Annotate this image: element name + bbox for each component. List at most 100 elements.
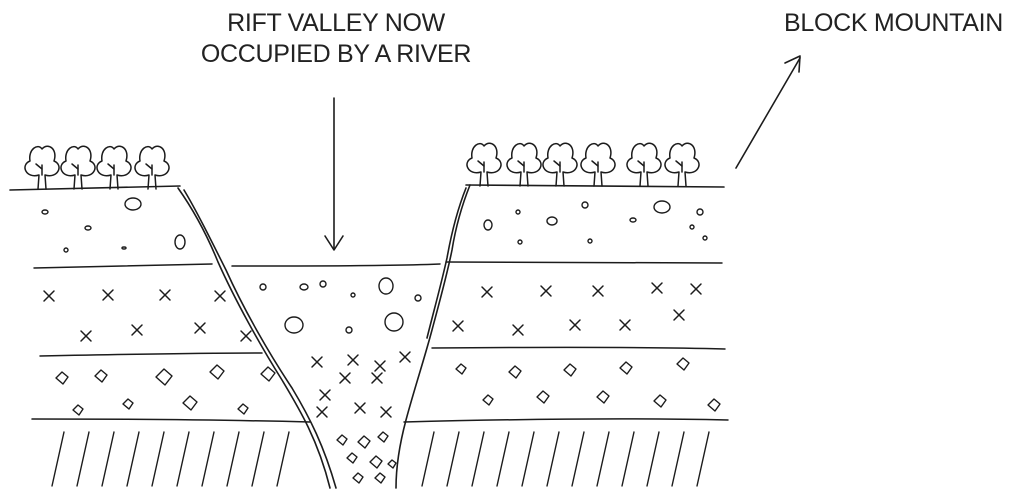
rock-fragment [72, 404, 84, 416]
pebble [124, 197, 142, 211]
pebble [483, 219, 493, 231]
hatch-stroke [51, 431, 65, 487]
tree-icon [506, 142, 542, 187]
rock-cross [512, 324, 524, 336]
block-mountain-pointer-arrow [735, 55, 801, 169]
left-forest [24, 145, 170, 190]
rock-fragments [55, 357, 721, 484]
pebble [581, 201, 589, 209]
tree-icon [134, 145, 170, 190]
rock-cross [481, 286, 493, 298]
pebble [689, 224, 695, 230]
hatch-stroke [571, 431, 585, 487]
rock-fragment [346, 452, 358, 464]
rock-fragment [707, 398, 721, 412]
tree-icon [24, 145, 60, 190]
rock-fragment [260, 366, 276, 382]
hatch-stroke [276, 431, 290, 487]
hatch-stroke [76, 431, 90, 487]
right-fault-line [395, 184, 471, 489]
hatch-stroke [696, 431, 710, 487]
rock-cross [619, 319, 631, 331]
right-forest [466, 142, 700, 187]
hatch-stroke [226, 431, 240, 487]
rock-cross [80, 330, 92, 342]
rock-fragment [352, 472, 364, 484]
rock-cross [316, 406, 328, 418]
rock-fragment [94, 369, 108, 383]
left-block-surface [9, 185, 181, 191]
rock-cross [102, 289, 114, 301]
pebble [653, 200, 671, 214]
rock-cross [240, 330, 252, 342]
rock-fragment [369, 455, 383, 469]
rock-cross [311, 356, 323, 368]
pebble [517, 239, 523, 245]
stratum-boundaries [31, 261, 729, 423]
rock-fragment [155, 368, 173, 386]
rock-fragment [619, 361, 633, 375]
pebble [587, 238, 593, 244]
hatch-stroke [671, 431, 685, 487]
rift-valley-label-line-2: OCCUPIED BY A RIVER [200, 40, 472, 68]
rock-fragment [336, 434, 348, 446]
rock-fragment [676, 357, 690, 371]
rock-cross [43, 290, 55, 302]
rock-cross [374, 360, 386, 372]
pebble [546, 216, 558, 226]
rock-fragment [508, 365, 522, 379]
rock-cross [354, 402, 366, 414]
rock-fragment [482, 394, 494, 406]
hatch-stroke [521, 431, 535, 487]
hatch-stroke [101, 431, 115, 487]
pebble [174, 234, 186, 250]
hatch-stroke [646, 431, 660, 487]
pebble [63, 247, 69, 253]
rock-fragment [209, 364, 225, 380]
pebble [259, 283, 267, 291]
rift-valley-label-line-1: RIFT VALLEY NOW [227, 9, 445, 37]
rock-fragment [122, 398, 134, 410]
rock-fragment [377, 431, 389, 443]
hatch-stroke [596, 431, 610, 487]
rock-fragment [182, 395, 198, 411]
hatch-stroke [421, 431, 435, 487]
rock-cross [371, 372, 383, 384]
rock-fragment [237, 403, 249, 415]
rock-cross [380, 406, 392, 418]
rock-fragment [387, 459, 397, 469]
rock-cross [347, 354, 359, 366]
pebble [515, 209, 521, 215]
hatch-stroke [251, 431, 265, 487]
rift-valley-label: RIFT VALLEY NOW OCCUPIED BY A RIVER [0, 8, 672, 70]
hatch-stroke [201, 431, 215, 487]
rock-fragment [653, 394, 667, 408]
rock-cross [399, 351, 411, 363]
hatch-stroke [471, 431, 485, 487]
rock-cross [452, 320, 464, 332]
pebble [414, 294, 422, 302]
pebble [121, 246, 127, 250]
pebble [319, 280, 327, 288]
rock-fragment [55, 371, 69, 385]
rock-cross [339, 372, 351, 384]
rock-cross [569, 319, 581, 331]
rock-fragment [563, 363, 577, 377]
tree-icon [626, 142, 662, 187]
hatch-stroke [496, 431, 510, 487]
rock-cross [690, 283, 702, 295]
pebble [702, 235, 708, 241]
rock-fragment [536, 390, 550, 404]
hatch-stroke [621, 431, 635, 487]
rock-cross [651, 282, 663, 294]
tree-icon [466, 142, 502, 187]
rock-crosses [43, 282, 702, 418]
rock-fragment [374, 472, 386, 484]
tree-icon [60, 145, 96, 190]
pebble [384, 312, 404, 332]
pebble [41, 209, 49, 215]
pebble [350, 292, 356, 298]
hatch-stroke [151, 431, 165, 487]
